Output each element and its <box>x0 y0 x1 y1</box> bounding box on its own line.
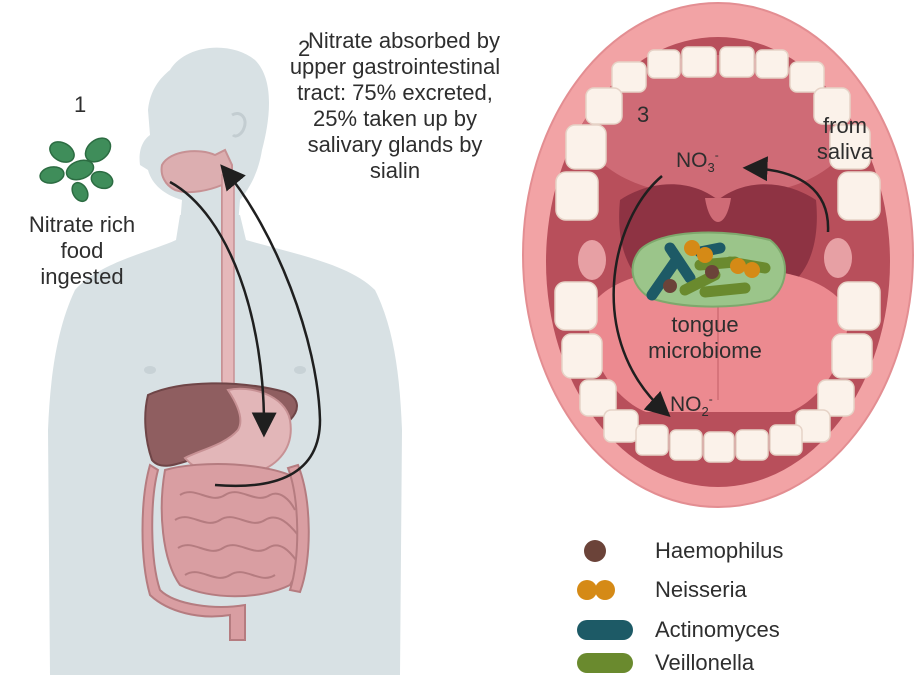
legend-item-veillonella: Veillonella <box>575 648 855 678</box>
esophagus <box>221 174 235 391</box>
step-2-label: Nitrate absorbed by upper gastrointestin… <box>289 28 501 183</box>
orange-diplococci-icon <box>577 580 615 600</box>
tonsil-left <box>578 240 606 280</box>
lower-teeth <box>554 281 881 463</box>
leafy-greens-icon <box>39 137 114 203</box>
arrow-saliva-to-nitrate <box>742 156 830 233</box>
bacteria-cocci <box>663 240 760 293</box>
legend-label: Haemophilus <box>655 538 784 563</box>
legend-item-neisseria: Neisseria <box>575 575 855 605</box>
tonsil-right <box>824 238 852 278</box>
intestine-coils <box>174 491 299 579</box>
nitrite-label: NO2- <box>670 392 713 420</box>
palate <box>580 55 856 198</box>
chest-mark-left <box>144 366 156 374</box>
legend-item-haemophilus: Haemophilus <box>575 536 855 566</box>
legend-label: Neisseria <box>655 577 747 602</box>
large-intestine <box>141 463 246 641</box>
small-intestine <box>160 463 307 598</box>
nitrate-label: NO3- <box>676 148 719 176</box>
uvula <box>705 198 731 222</box>
arrow-stomach-to-salivary <box>214 164 322 488</box>
arrow-nitrate-to-nitrite <box>612 175 671 418</box>
step-3-number: 3 <box>637 102 650 127</box>
from-saliva-label: from saliva <box>816 113 874 164</box>
dark-brown-cocci-icon <box>584 540 606 562</box>
legend-item-actinomyces: Actinomyces <box>575 615 855 645</box>
large-intestine-right <box>286 463 310 594</box>
open-mouth <box>522 2 914 508</box>
chest-mark-right <box>294 366 306 374</box>
step-1-label: Nitrate rich food ingested <box>28 212 136 289</box>
tongue-microbiome-label: tongue microbiome <box>648 312 762 363</box>
upper-teeth <box>555 46 881 221</box>
step-2-number: 2 <box>298 36 311 61</box>
legend-label: Veillonella <box>655 650 755 675</box>
step-1-number: 1 <box>74 92 87 117</box>
arrow-food-to-stomach <box>169 180 277 438</box>
teal-rod-icon <box>577 620 633 640</box>
ear-detail <box>231 112 247 138</box>
olive-rod-icon <box>577 653 633 673</box>
legend-label: Actinomyces <box>655 617 780 642</box>
